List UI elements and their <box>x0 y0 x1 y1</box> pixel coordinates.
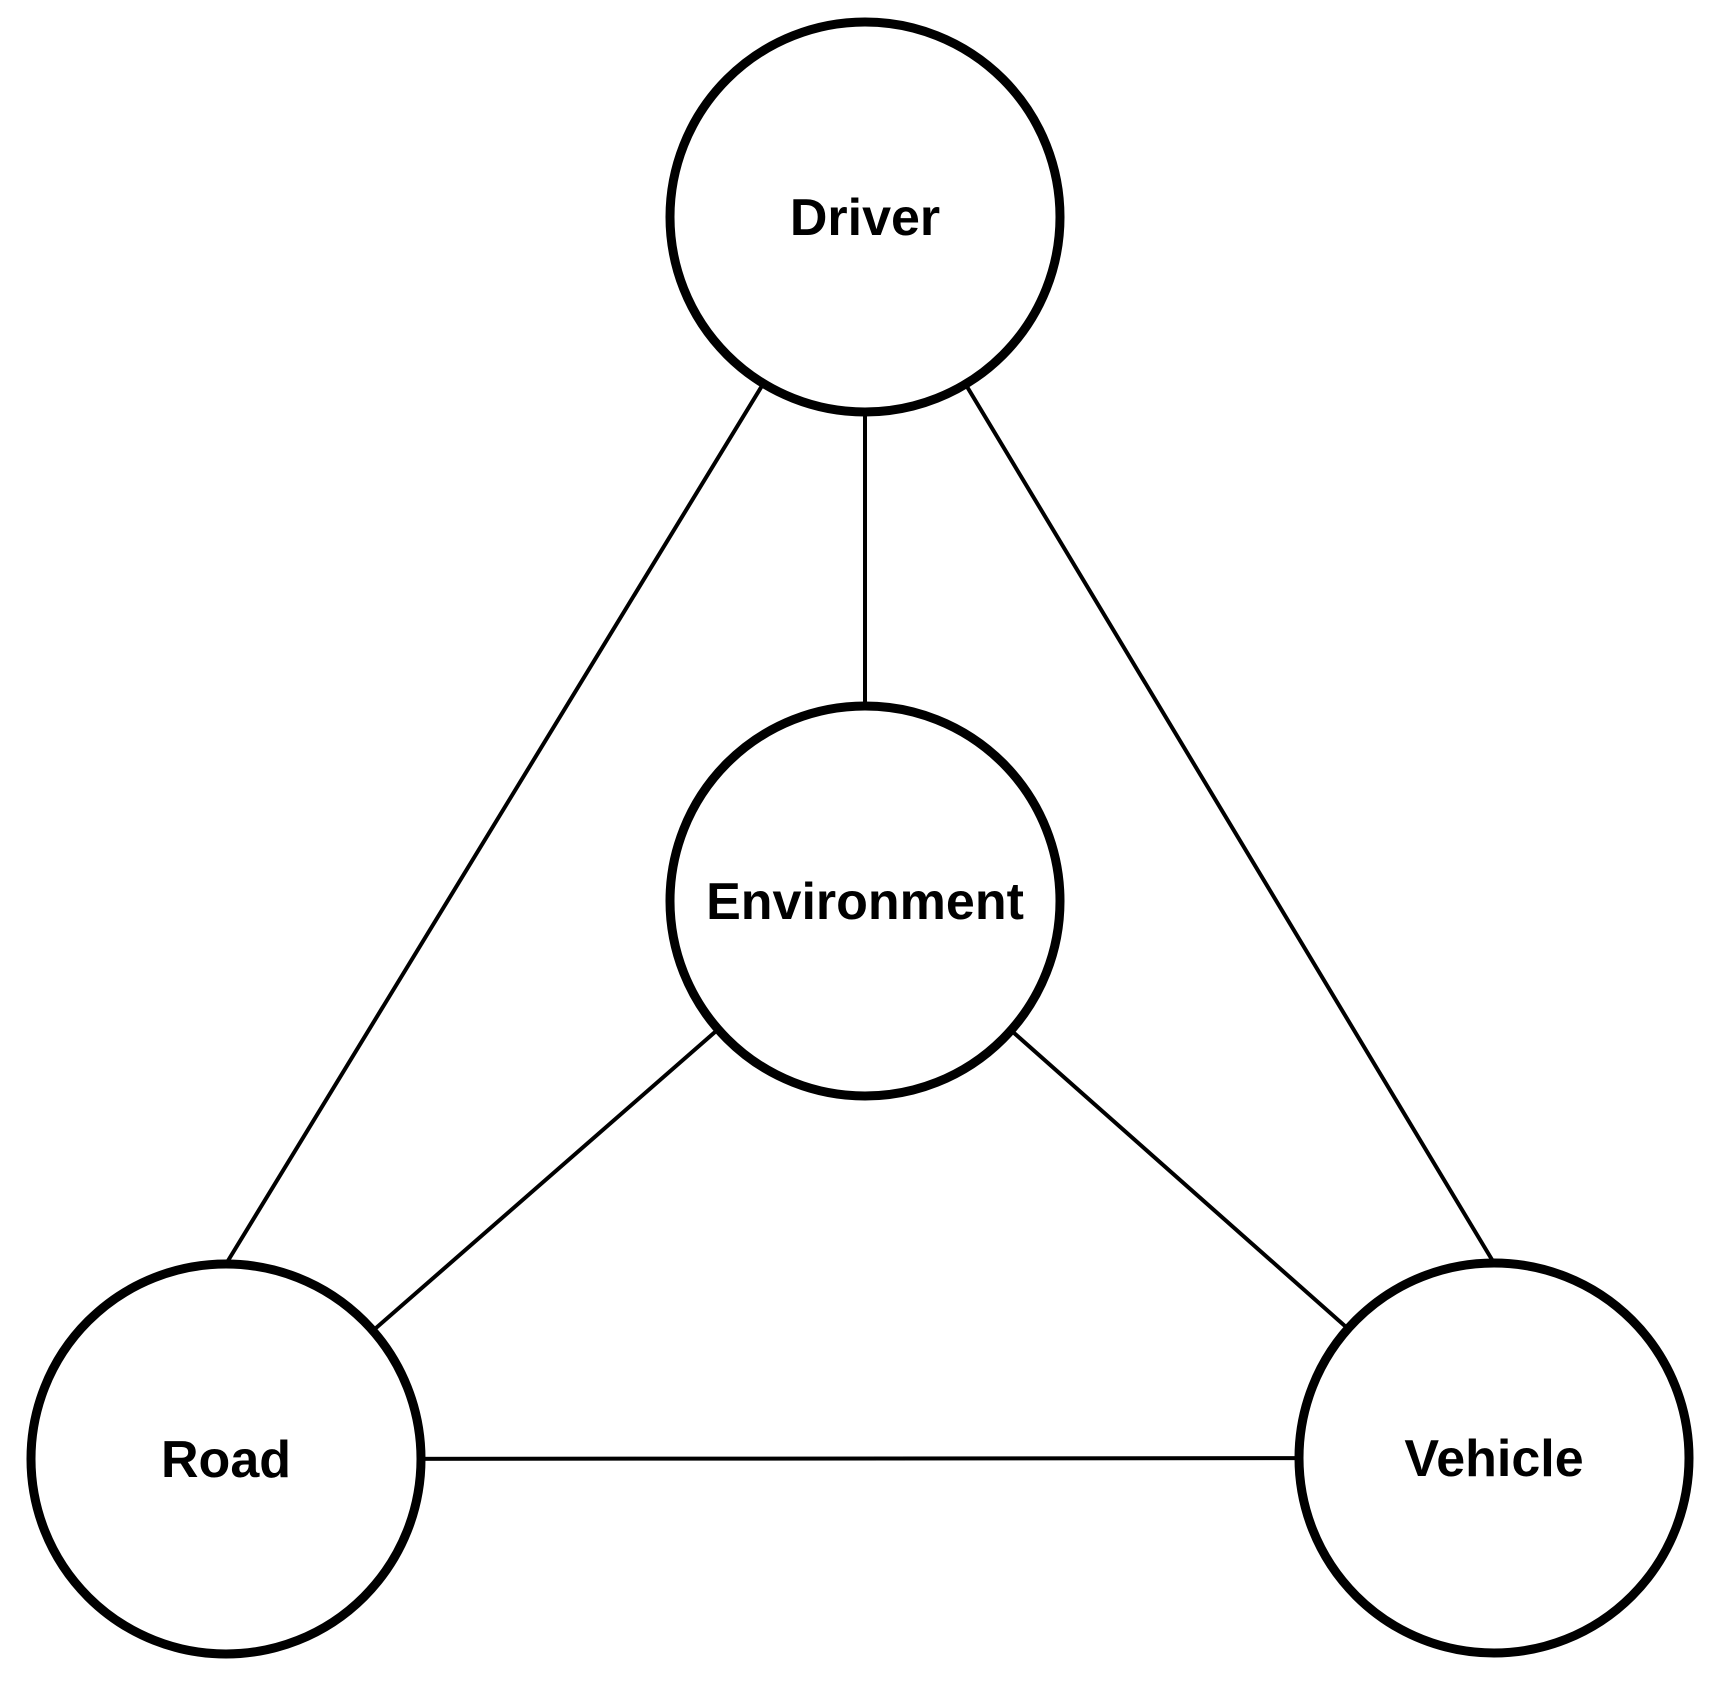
edge-driver-road <box>224 215 867 1266</box>
node-environment-label: Environment <box>706 873 1024 931</box>
node-vehicle: Vehicle <box>1294 1258 1694 1658</box>
node-road-label: Road <box>161 1431 291 1489</box>
edge-driver-vehicle <box>863 215 1496 1265</box>
node-environment: Environment <box>665 701 1065 1101</box>
node-road-circle <box>26 1259 426 1659</box>
node-environment-circle <box>665 701 1065 1101</box>
node-driver-circle <box>665 17 1065 417</box>
node-driver: Driver <box>665 17 1065 417</box>
edge-road-vehicle <box>225 1456 1495 1461</box>
node-road: Road <box>26 1259 426 1659</box>
node-vehicle-circle <box>1294 1258 1694 1658</box>
node-driver-label: Driver <box>790 189 940 247</box>
node-vehicle-label: Vehicle <box>1404 1430 1583 1488</box>
